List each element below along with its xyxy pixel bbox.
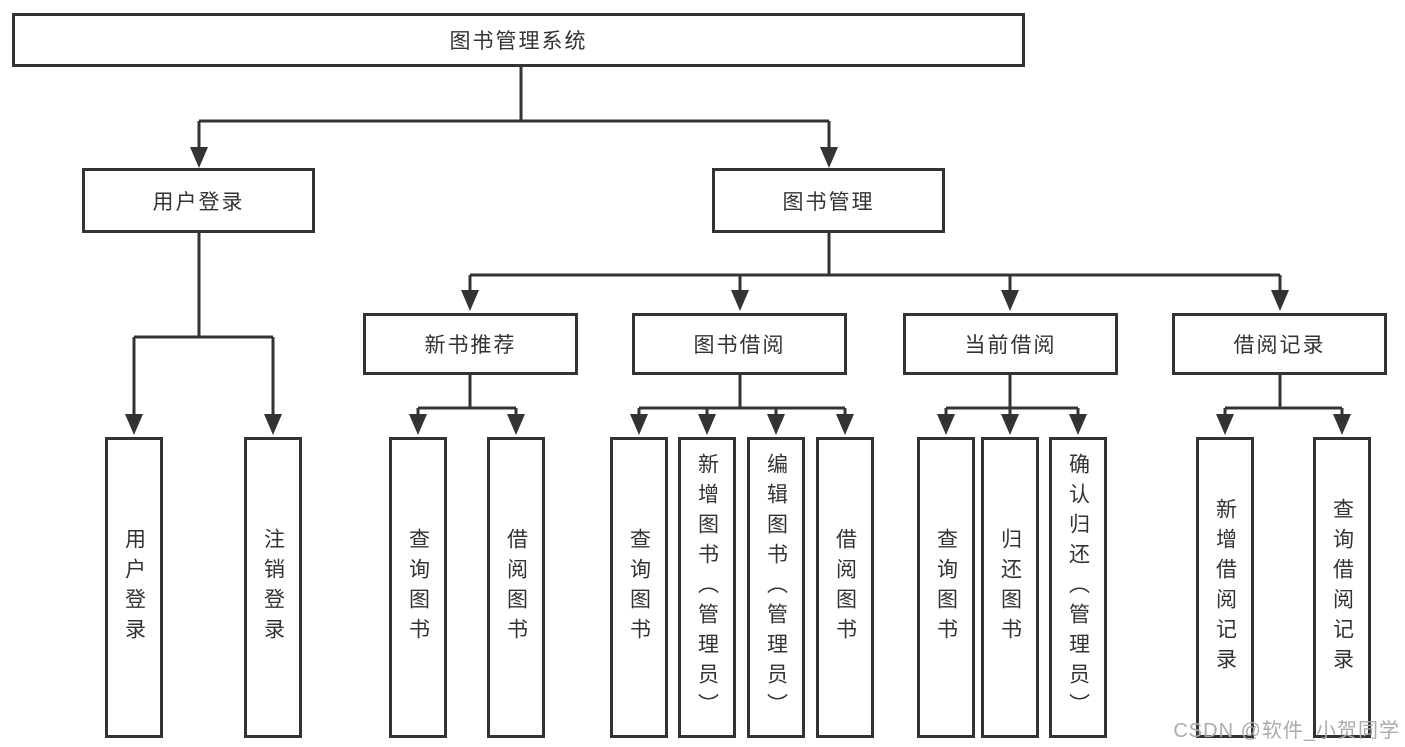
node-label: 查询图书 (934, 527, 958, 648)
leaf-edit-book-admin: 编辑图书（管理员） (747, 437, 805, 738)
node-label: 查询借阅记录 (1330, 497, 1354, 678)
node-label: 当前借阅 (964, 334, 1057, 357)
node-label: 注销登录 (261, 527, 285, 648)
arrow-down-icons (125, 147, 1351, 435)
node-book-management-branch: 图书管理 (712, 168, 945, 233)
node-label: 归还图书 (998, 527, 1022, 648)
node-borrowing-records: 借阅记录 (1172, 313, 1387, 375)
node-label: 新增图书（管理员） (695, 452, 719, 723)
node-root: 图书管理系统 (12, 13, 1025, 67)
watermark-text: CSDN @软件_小贺同学 (1173, 720, 1400, 742)
leaf-user-login: 用户登录 (105, 437, 163, 738)
leaf-logout: 注销登录 (244, 437, 302, 738)
leaf-add-book-admin: 新增图书（管理员） (678, 437, 736, 738)
node-label: 图书管理系统 (449, 30, 588, 53)
node-label: 图书借阅 (693, 334, 786, 357)
leaf-query-books-recommend: 查询图书 (389, 437, 447, 738)
node-label: 借阅图书 (504, 527, 528, 648)
node-current-borrowing: 当前借阅 (903, 313, 1118, 375)
leaf-query-books-borrowing: 查询图书 (610, 437, 668, 738)
leaf-query-borrow-record: 查询借阅记录 (1313, 437, 1371, 738)
node-label: 查询图书 (627, 527, 651, 648)
node-label: 编辑图书（管理员） (764, 452, 788, 723)
leaf-add-borrow-record: 新增借阅记录 (1196, 437, 1254, 738)
leaf-borrow-books-recommend: 借阅图书 (487, 437, 545, 738)
node-new-book-recommendation: 新书推荐 (363, 313, 578, 375)
node-label: 图书管理 (782, 190, 875, 214)
node-label: 新增借阅记录 (1213, 497, 1237, 678)
node-label: 借阅记录 (1233, 334, 1326, 357)
leaf-confirm-return-admin: 确认归还（管理员） (1049, 437, 1107, 738)
node-label: 确认归还（管理员） (1066, 452, 1090, 723)
leaf-borrow-books: 借阅图书 (816, 437, 874, 738)
node-label: 用户登录 (122, 527, 146, 648)
node-label: 借阅图书 (833, 527, 857, 648)
node-label: 用户登录 (152, 190, 245, 214)
node-user-login-branch: 用户登录 (82, 168, 315, 233)
leaf-return-books: 归还图书 (981, 437, 1039, 738)
node-label: 新书推荐 (424, 334, 517, 357)
node-label: 查询图书 (406, 527, 430, 648)
node-book-borrowing: 图书借阅 (632, 313, 847, 375)
leaf-query-books-current: 查询图书 (917, 437, 975, 738)
